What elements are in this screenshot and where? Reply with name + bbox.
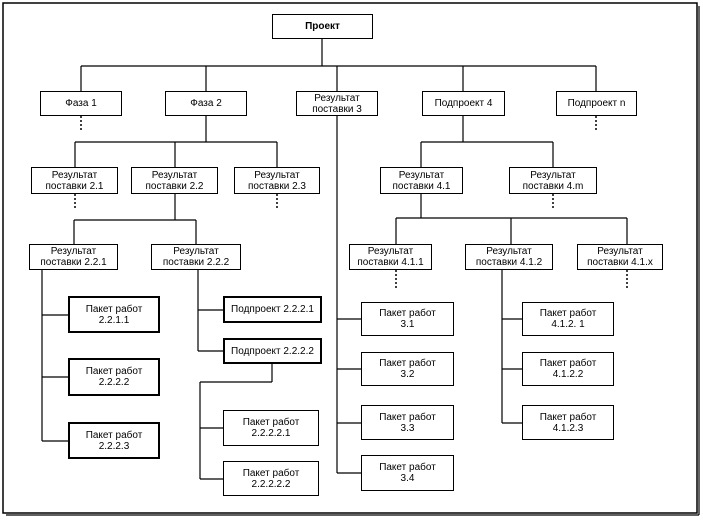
node-rezultat-2-1: Результат поставки 2.1 (31, 167, 118, 194)
node-paket-2-2-1-1: Пакет работ 2.2.1.1 (68, 296, 160, 333)
node-rezultat-2-2-2: Результат поставки 2.2.2 (151, 244, 241, 270)
node-rezultat-3: Результат поставки 3 (296, 91, 378, 116)
node-podproekt-n: Подпроект n (556, 91, 637, 116)
node-paket-2-2-2-2: Пакет работ 2.2.2.2 (68, 358, 160, 396)
node-paket-2-2-2-3: Пакет работ 2.2.2.3 (68, 422, 160, 459)
node-paket-2-2-2-2-1: Пакет работ 2.2.2.2.1 (223, 410, 319, 446)
node-rezultat-2-3: Результат поставки 2.3 (234, 167, 320, 194)
node-rezultat-4-1: Результат поставки 4.1 (380, 167, 463, 194)
node-paket-2-2-2-2-2: Пакет работ 2.2.2.2.2 (223, 461, 319, 496)
node-rezultat-4-1-1: Результат поставки 4.1.1 (349, 244, 432, 270)
node-paket-3-1: Пакет работ 3.1 (361, 302, 454, 336)
node-podproekt-2-2-2-2: Подпроект 2.2.2.2 (223, 338, 322, 364)
node-rezultat-2-2-1: Результат поставки 2.2.1 (29, 244, 118, 270)
node-paket-4-1-2-2: Пакет работ 4.1.2.2 (522, 352, 614, 386)
node-proekt: Проект (272, 14, 373, 39)
node-paket-3-3: Пакет работ 3.3 (361, 405, 454, 440)
node-paket-4-1-2-1: Пакет работ 4.1.2. 1 (522, 302, 614, 336)
node-podproekt-4: Подпроект 4 (422, 91, 505, 116)
node-rezultat-4-m: Результат поставки 4.m (509, 167, 597, 194)
node-podproekt-2-2-2-1: Подпроект 2.2.2.1 (223, 296, 322, 323)
node-rezultat-4-1-x: Результат поставки 4.1.x (577, 244, 663, 270)
node-rezultat-2-2: Результат поставки 2.2 (131, 167, 218, 194)
node-faza-2: Фаза 2 (165, 91, 247, 116)
node-paket-3-2: Пакет работ 3.2 (361, 352, 454, 386)
node-paket-3-4: Пакет работ 3.4 (361, 455, 454, 491)
node-rezultat-4-1-2: Результат поставки 4.1.2 (465, 244, 553, 270)
node-faza-1: Фаза 1 (40, 91, 122, 116)
node-paket-4-1-2-3: Пакет работ 4.1.2.3 (522, 405, 614, 440)
